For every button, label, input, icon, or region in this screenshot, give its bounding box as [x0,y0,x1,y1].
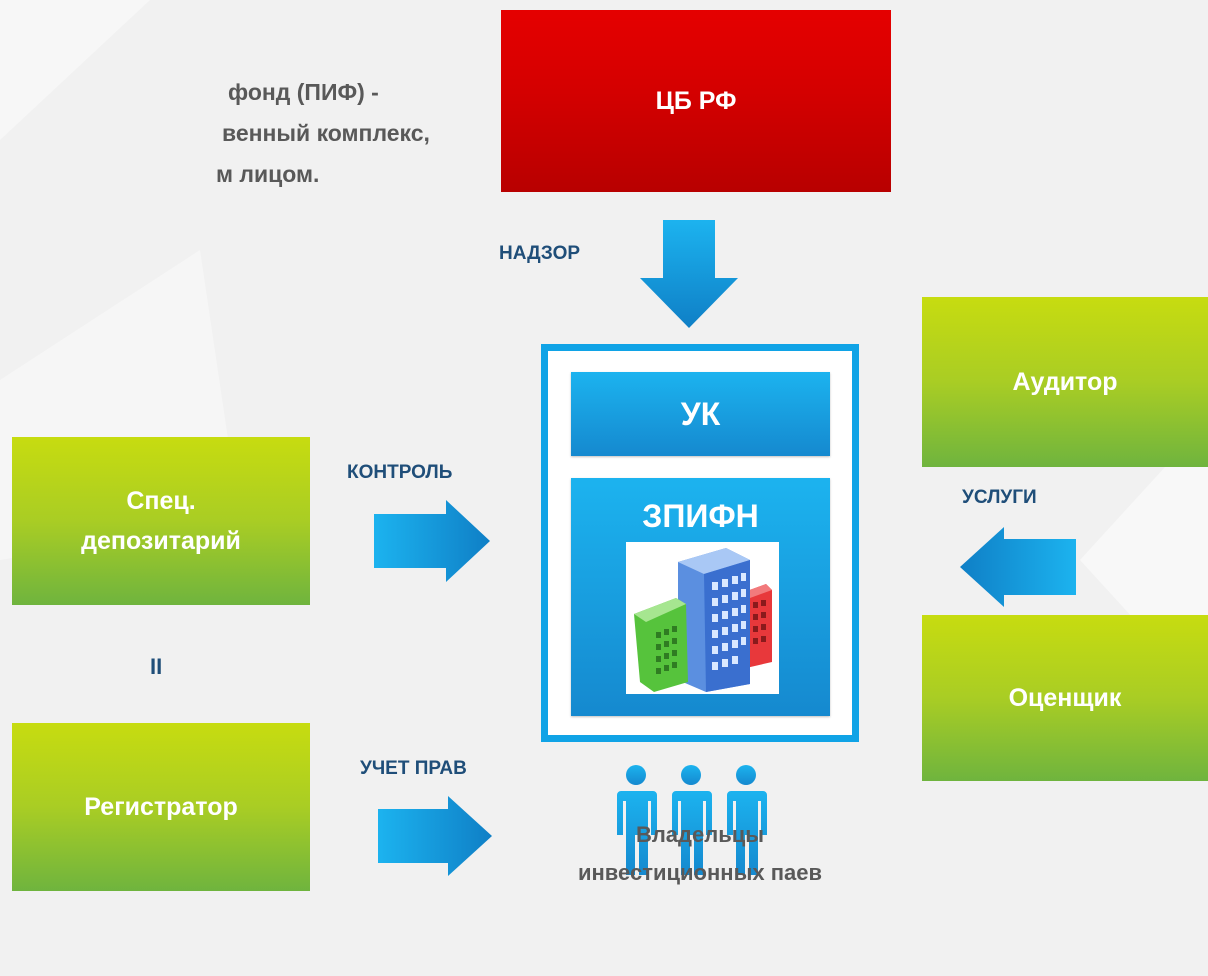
or-symbol: II [150,654,163,679]
registrar-box: Регистратор [12,723,310,891]
depository-label: Спец. депозитарий [81,487,241,555]
regulator-box: ЦБ РФ [501,10,891,192]
control-label: КОНТРОЛЬ [347,462,453,483]
building-image [626,542,779,694]
arrow-right-icon [374,500,490,582]
owners-line: Владельцы [635,822,765,847]
services-label: УСЛУГИ [962,487,1037,508]
intro-line: венный комплекс, [222,120,430,146]
arrow-down-icon [640,220,738,328]
depository-box: Спец. депозитарий [12,437,310,605]
supervision-label: НАДЗОР [499,243,581,264]
person-icon [727,765,767,875]
fund-box: ЗПИФН [571,478,830,716]
intro-line: м лицом. [216,161,320,187]
rights-accounting-label: УЧЕТ ПРАВ [360,758,467,779]
building-icon [634,548,772,692]
person-icon [617,765,657,875]
arrow-right-icon [378,796,492,876]
owners-caption: Владельцы инвестиционных паев [540,816,860,892]
auditor-box: Аудитор [922,297,1208,467]
intro-line: фонд (ПИФ) - [228,79,379,105]
owners-line: инвестиционных паев [577,860,822,885]
arrow-left-icon [960,527,1076,607]
fund-label: ЗПИФН [642,498,759,534]
owners-icon-group [617,765,767,875]
auditor-label: Аудитор [1012,368,1118,396]
management-company-box: УК [571,372,830,456]
intro-text: фонд (ПИФ) - венный комплекс, м лицом. [216,72,588,195]
appraiser-label: Оценщик [1008,684,1122,712]
person-icon [672,765,712,875]
registrar-label: Регистратор [84,793,238,821]
appraiser-box: Оценщик [922,615,1208,781]
regulator-label: ЦБ РФ [655,86,737,115]
management-company-label: УК [680,395,721,432]
